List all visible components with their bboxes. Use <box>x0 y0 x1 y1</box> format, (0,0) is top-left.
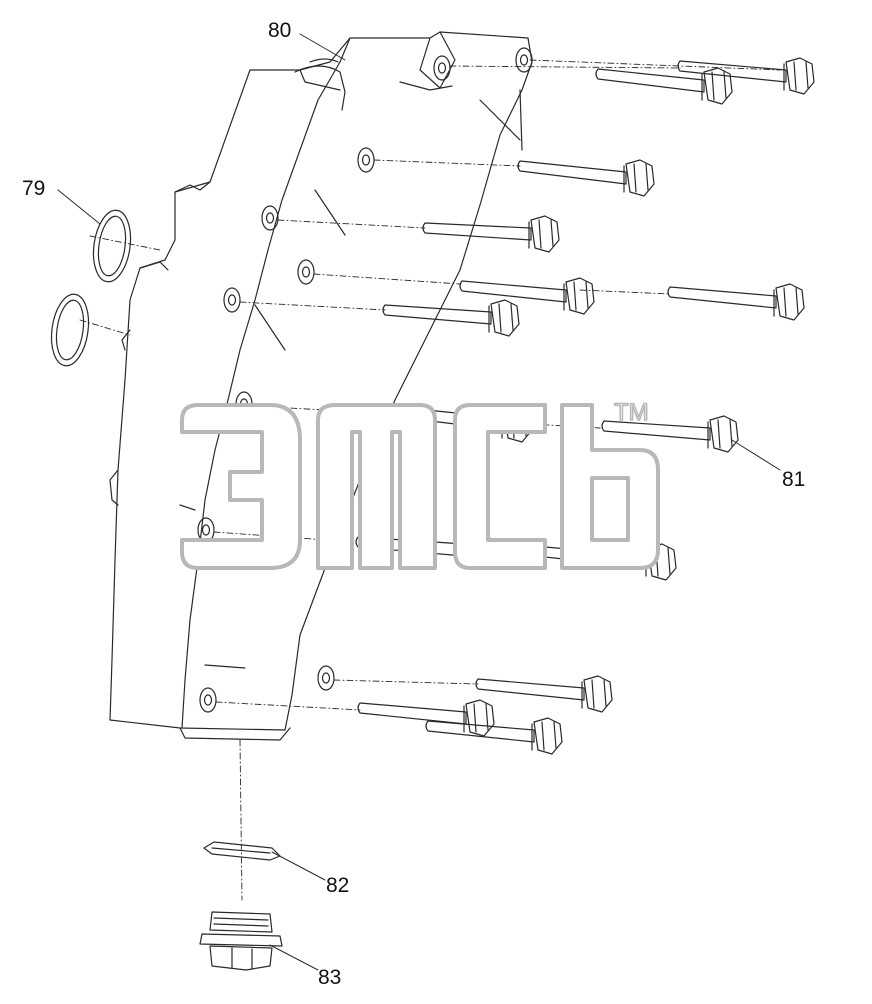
bolt <box>382 299 520 337</box>
watermark-trademark: TM <box>614 399 649 426</box>
housing-bolt-bores <box>197 47 533 713</box>
bolt-head-face <box>541 721 557 751</box>
bolt-shank <box>601 420 711 441</box>
bolt-hex-head <box>703 67 733 105</box>
bolt-shank <box>677 60 787 83</box>
bolt-head-face <box>793 61 809 91</box>
bolt-shank <box>475 678 585 701</box>
drain-plug <box>199 911 283 971</box>
bolt-shank <box>355 536 465 557</box>
bolt-shank <box>667 286 777 309</box>
bolt-shank <box>517 160 627 185</box>
bolt-shank <box>422 222 532 241</box>
bolt-shank <box>357 702 467 725</box>
bolt <box>595 67 733 105</box>
leader-lines <box>57 33 781 971</box>
bolt <box>677 57 815 95</box>
o-ring-upper <box>92 209 132 283</box>
bolt-hex-head <box>490 299 520 337</box>
bolt <box>422 215 560 253</box>
bolt-hex-head <box>709 415 739 453</box>
bolt-head-face <box>717 419 733 449</box>
bolt-hex-head <box>775 283 805 321</box>
bolt-hex-head <box>785 57 815 95</box>
watermark-logo: TM <box>180 398 660 570</box>
bolt <box>517 159 655 197</box>
bolt-head-face <box>783 287 799 317</box>
bolt-head-face <box>573 281 589 311</box>
valve-body-housing <box>109 31 533 741</box>
bolt-hex-head <box>583 675 613 713</box>
bolt-head-face <box>498 303 514 333</box>
bolt-shank <box>595 68 705 93</box>
callout-81: 81 <box>782 468 805 491</box>
bolt <box>425 717 563 755</box>
bolt-head-face <box>538 219 554 249</box>
bolt-hex-head <box>647 543 677 581</box>
bolt <box>601 415 739 453</box>
bolt <box>475 675 613 713</box>
callout-82: 82 <box>326 874 349 897</box>
bolt-head-face <box>473 703 489 733</box>
bolt-shank <box>425 720 535 743</box>
callout-labels: 80 79 81 82 83 <box>22 19 805 989</box>
bolt <box>667 283 805 321</box>
o-ring-lower <box>50 293 90 367</box>
bolt-hex-head <box>625 159 655 197</box>
bolt-shank <box>382 304 492 325</box>
bolt-hex-head <box>533 717 563 755</box>
bolt-hex-head <box>565 277 595 315</box>
callout-80: 80 <box>268 19 291 42</box>
bolt-hex-head <box>530 215 560 253</box>
bolt-hex-head <box>465 699 495 737</box>
callout-83: 83 <box>318 966 341 989</box>
bolt-shank <box>459 280 567 303</box>
bolt-head-face <box>591 679 607 709</box>
bolt-head-face <box>633 163 649 193</box>
sealing-washer <box>203 841 281 861</box>
bolt-head-face <box>711 71 727 101</box>
bolt <box>459 277 595 315</box>
bolt <box>357 699 495 737</box>
callout-79: 79 <box>22 177 45 200</box>
